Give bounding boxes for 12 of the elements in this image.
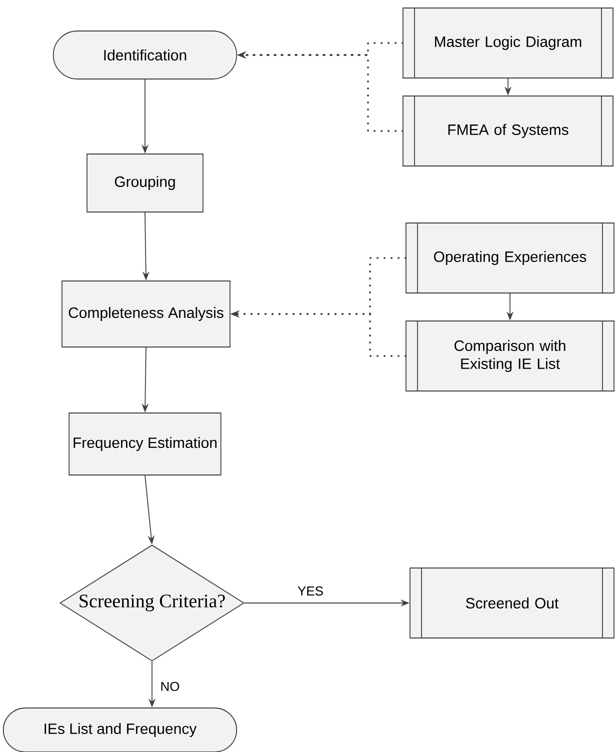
process-box: Grouping: [86, 154, 204, 212]
subprocess-box: Operating Experiences: [406, 222, 614, 294]
terminal-box: Identification: [52, 30, 238, 80]
subprocess-box: Master Logic Diagram: [402, 7, 614, 79]
subprocess-box: Comparison with Existing IE List: [406, 320, 614, 392]
edge-label: NO: [159, 680, 181, 692]
process-box: Completeness Analysis: [62, 280, 230, 348]
edge-label: YES: [296, 585, 324, 597]
process-box: Frequency Estimation: [68, 412, 222, 476]
subprocess-box: Screened Out: [410, 567, 614, 639]
subprocess-box: FMEA of Systems: [402, 95, 614, 167]
terminal-box: IEs List and Frequency: [2, 708, 238, 752]
